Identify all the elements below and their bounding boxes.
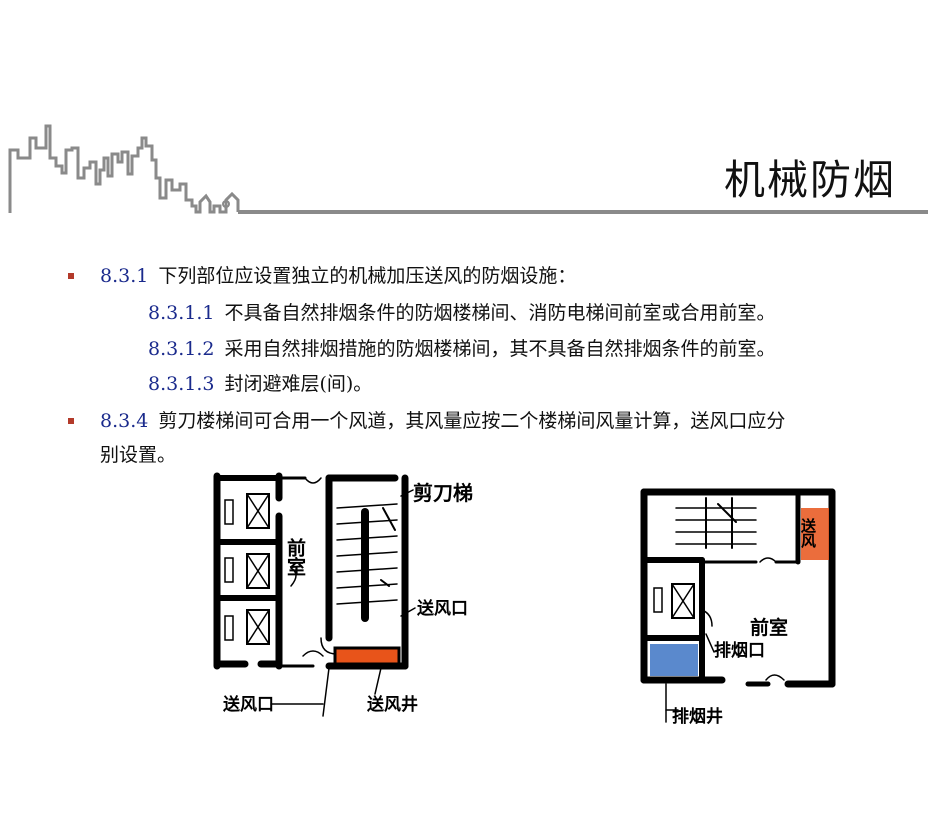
item-text-continued: 别设置。 bbox=[100, 444, 177, 466]
bullet-marker bbox=[68, 418, 74, 424]
sketch-label-supply-outlet: 送风口 bbox=[417, 598, 468, 619]
skyline-decoration bbox=[8, 124, 928, 214]
item-number: 8.3.1.1 bbox=[148, 302, 215, 324]
item-number: 8.3.4 bbox=[100, 410, 149, 432]
item-text: 剪刀楼梯间可合用一个风道，其风量应按二个楼梯间风量计算，送风口应分 bbox=[158, 410, 786, 432]
supply-shaft-fill bbox=[801, 508, 829, 560]
sketch-label-lobby: 前室 bbox=[284, 537, 306, 576]
item-number: 8.3.1.2 bbox=[148, 338, 215, 360]
sketch-label-exhaust-outlet: 排烟口 bbox=[714, 640, 765, 661]
item-number: 8.3.1.3 bbox=[148, 373, 215, 395]
item-text: 采用自然排烟措施的防烟楼梯间，其不具备自然排烟条件的前室。 bbox=[224, 338, 776, 360]
item-8-3-4: 8.3.4 剪刀楼梯间可合用一个风道，其风量应按二个楼梯间风量计算，送风口应分 bbox=[100, 408, 785, 434]
sketch-label-scissor-stair: 剪刀梯 bbox=[413, 481, 473, 505]
item-text: 下列部位应设置独立的机械加压送风的防烟设施： bbox=[158, 265, 577, 287]
item-8-3-1: 8.3.1 下列部位应设置独立的机械加压送风的防烟设施： bbox=[100, 263, 576, 289]
page-title: 机械防烟 bbox=[724, 156, 896, 204]
item-text: 封闭避难层(间)。 bbox=[224, 373, 373, 395]
item-8-3-4-continued: 别设置。 bbox=[100, 442, 176, 468]
item-8-3-1-2: 8.3.1.2 采用自然排烟措施的防烟楼梯间，其不具备自然排烟条件的前室。 bbox=[148, 336, 776, 362]
exhaust-shaft-fill bbox=[650, 644, 698, 676]
item-number: 8.3.1 bbox=[100, 265, 149, 287]
scissor-stair-sketch: 前室 剪刀梯 送风口 送风口 送风井 bbox=[213, 472, 473, 717]
supply-shaft-fill bbox=[333, 646, 401, 666]
bullet-marker bbox=[68, 273, 74, 279]
sketch-label-lobby: 前室 bbox=[750, 616, 788, 639]
item-8-3-1-3: 8.3.1.3 封闭避难层(间)。 bbox=[148, 371, 372, 397]
sketch-label-supply-outlet-bottom: 送风口 bbox=[223, 694, 274, 715]
sketch-label-supply-shaft: 送风井 bbox=[367, 694, 418, 715]
item-text: 不具备自然排烟条件的防烟楼梯间、消防电梯间前室或合用前室。 bbox=[224, 302, 776, 324]
sketch-label-supply: 送风 bbox=[799, 517, 817, 549]
item-8-3-1-1: 8.3.1.1 不具备自然排烟条件的防烟楼梯间、消防电梯间前室或合用前室。 bbox=[148, 300, 776, 326]
lobby-sketch: 送风 前室 排烟口 排烟井 bbox=[640, 488, 836, 727]
sketch-label-exhaust-shaft: 排烟井 bbox=[672, 706, 723, 727]
